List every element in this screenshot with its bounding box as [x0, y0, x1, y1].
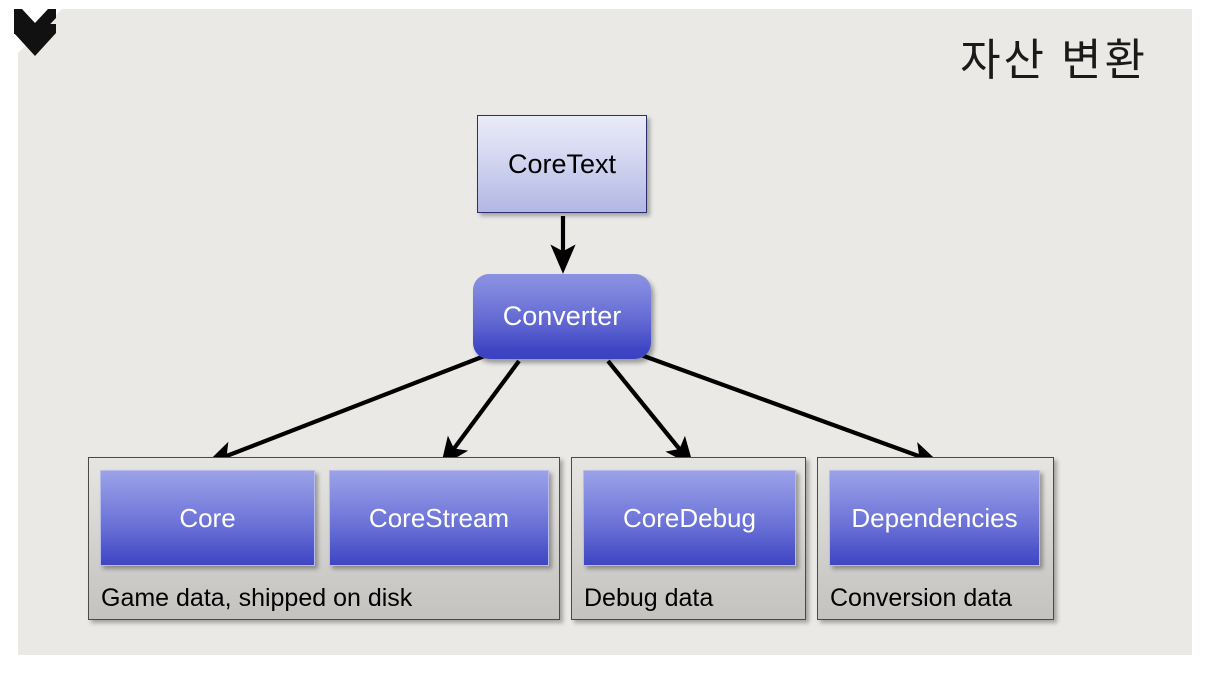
- leaf-corestream-label: CoreStream: [368, 502, 510, 533]
- node-coretext-label: CoreText: [507, 148, 617, 179]
- leaf-core-label: Core: [179, 502, 236, 533]
- group-conversion-data-caption: Conversion data: [830, 584, 1013, 612]
- page-title: 자산 변환: [960, 36, 1148, 85]
- node-converter-label: Converter: [502, 301, 622, 331]
- leaf-coredebug-label: CoreDebug: [623, 502, 756, 533]
- leaf-core[interactable]: Core: [100, 470, 315, 566]
- group-conversion-data[interactable]: Dependencies Conversion data: [817, 457, 1054, 620]
- group-game-data[interactable]: Core CoreStream Game data, shipped on di…: [88, 457, 560, 620]
- group-debug-data[interactable]: CoreDebug Debug data: [571, 457, 806, 620]
- chevron-shield-logo-icon: [8, 6, 62, 60]
- leaf-coredebug[interactable]: CoreDebug: [583, 470, 796, 566]
- leaf-dependencies-label: Dependencies: [851, 502, 1018, 533]
- group-debug-data-caption: Debug data: [584, 584, 714, 612]
- leaf-corestream[interactable]: CoreStream: [329, 470, 549, 566]
- group-game-data-caption: Game data, shipped on disk: [101, 584, 413, 612]
- node-coretext[interactable]: CoreText: [477, 115, 647, 213]
- node-converter[interactable]: Converter: [473, 274, 651, 359]
- leaf-dependencies[interactable]: Dependencies: [829, 470, 1040, 566]
